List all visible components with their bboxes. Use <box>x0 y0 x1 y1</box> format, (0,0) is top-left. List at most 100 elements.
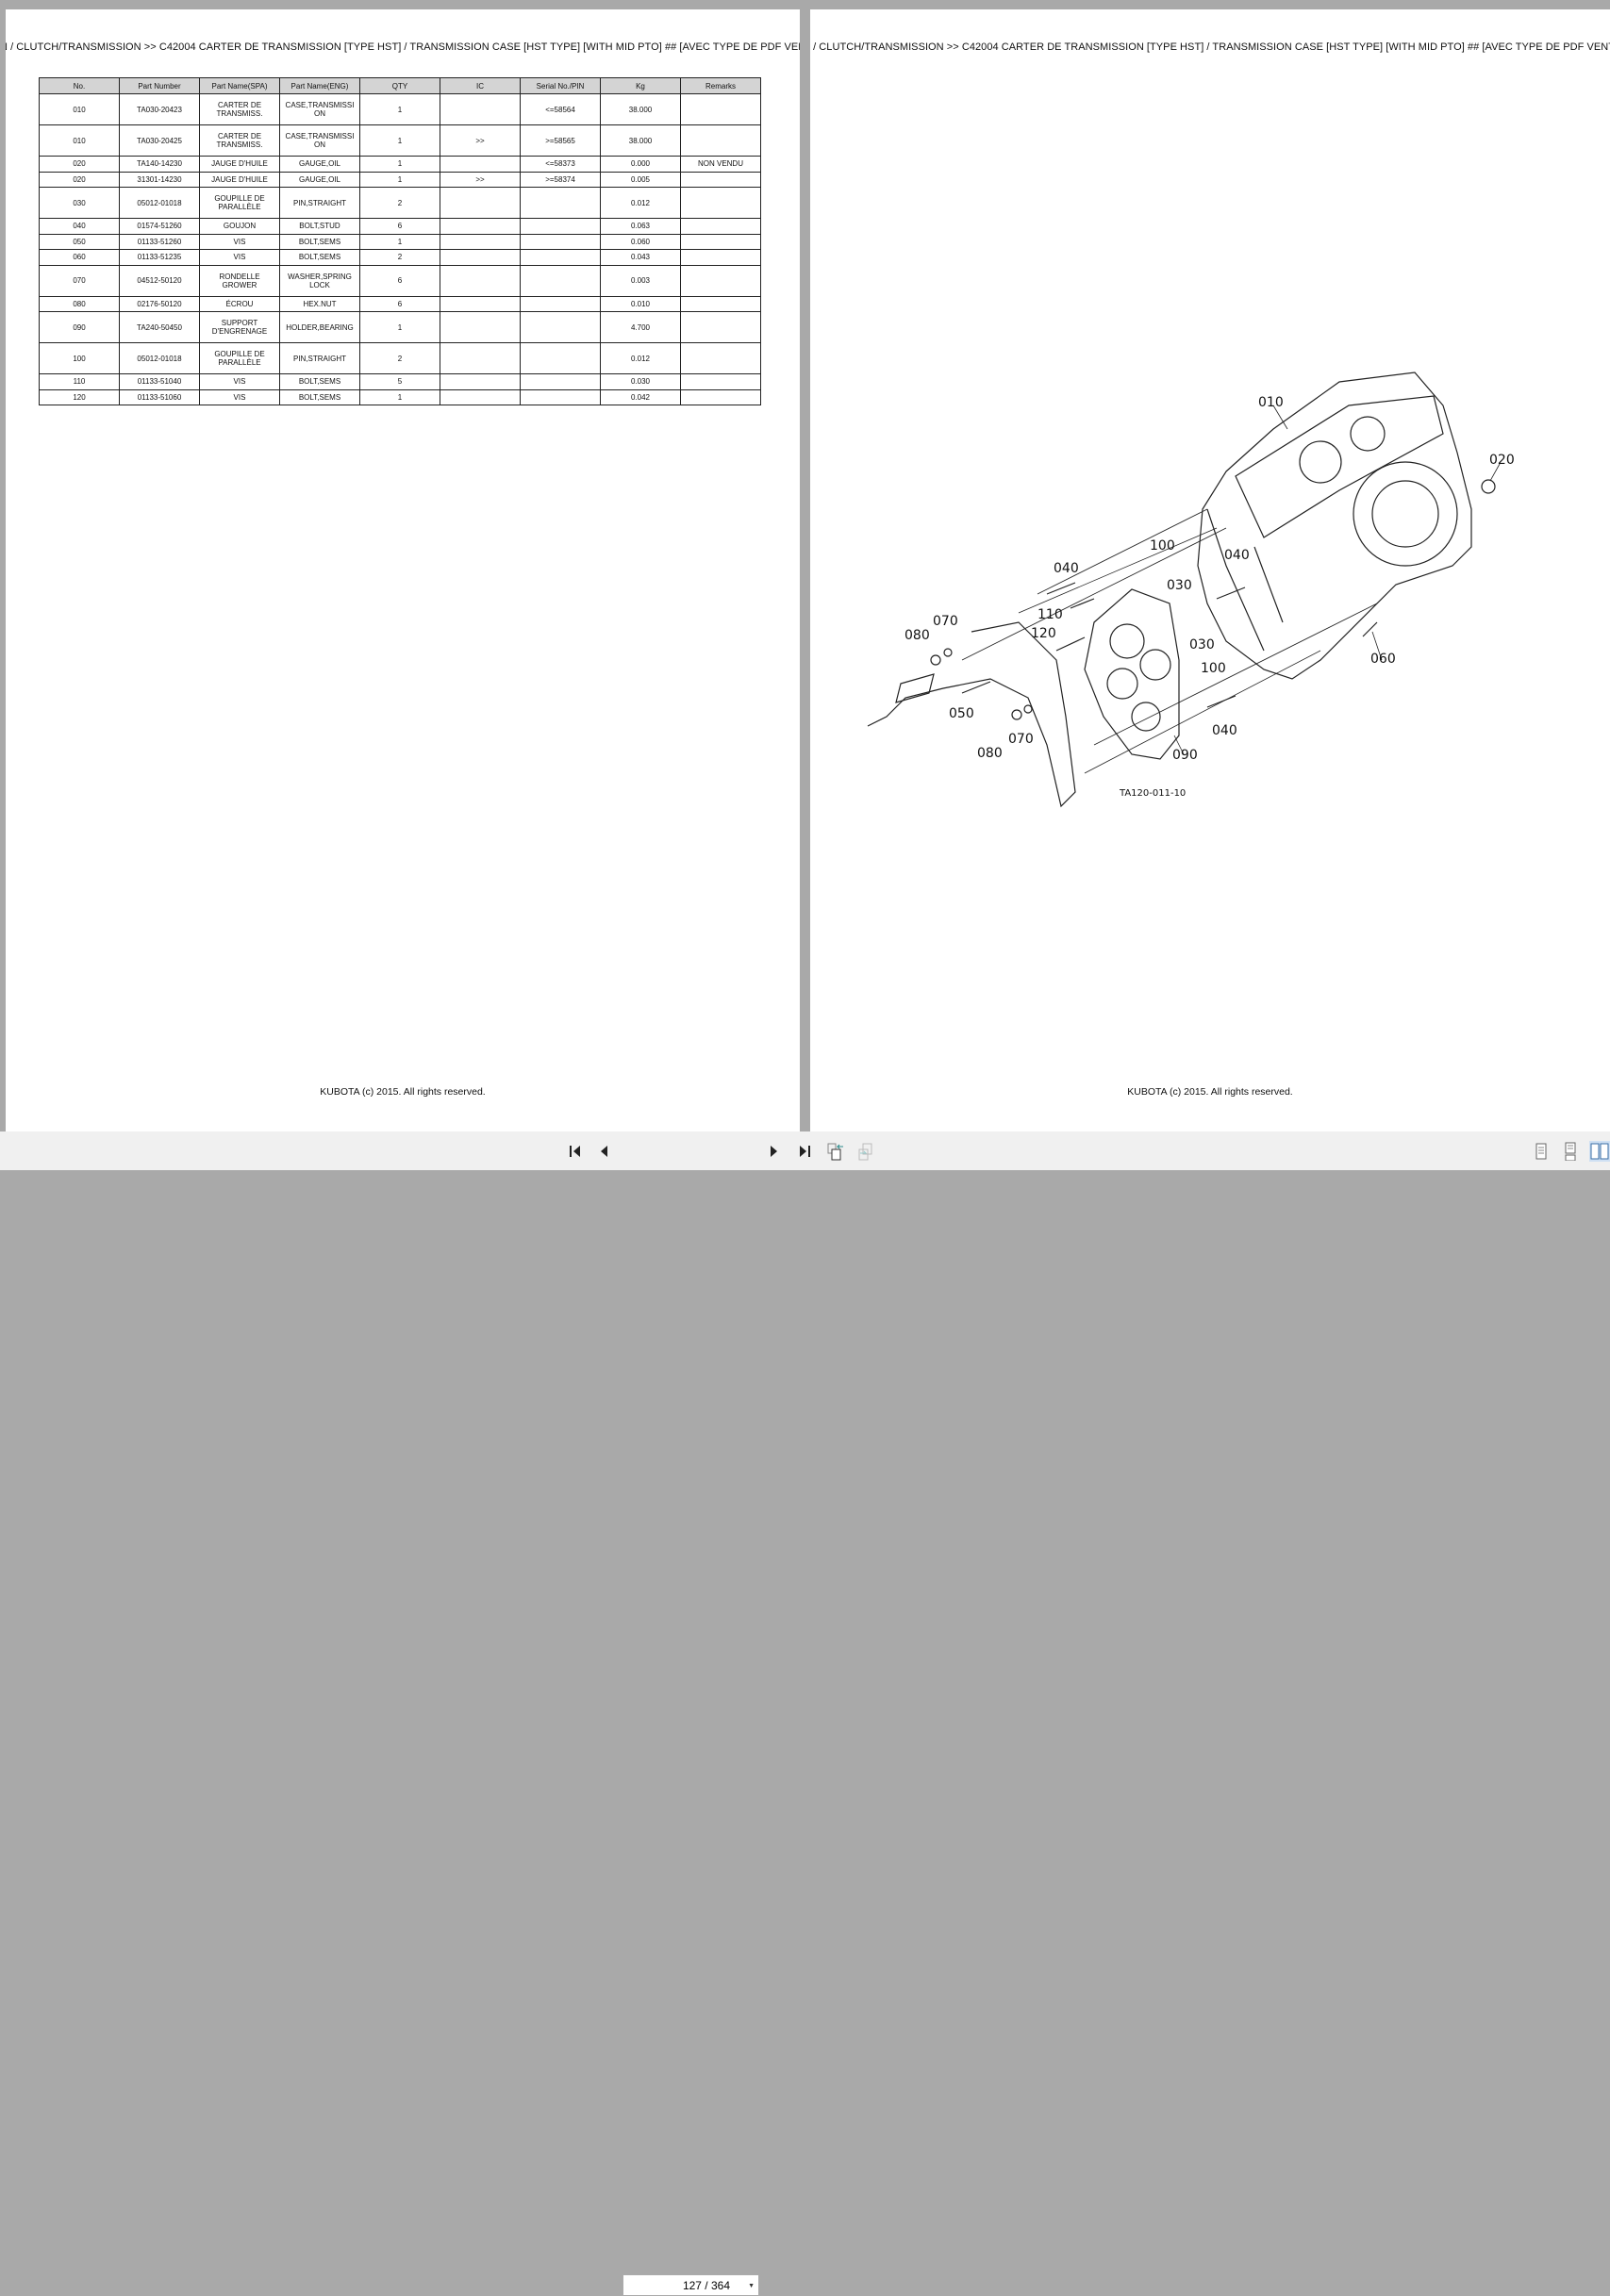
table-cell: >> <box>440 124 521 157</box>
table-cell: 040 <box>39 218 120 235</box>
next-page-button[interactable] <box>764 1141 785 1162</box>
table-cell <box>440 342 521 374</box>
table-cell: 1 <box>359 156 440 173</box>
first-page-button[interactable] <box>565 1141 586 1162</box>
pdf-viewer-toolbar: 127 / 364 ▼ <box>0 1131 1610 2296</box>
table-cell: BOLT,SEMS <box>279 388 360 405</box>
table-cell <box>680 124 761 157</box>
table-cell <box>440 218 521 235</box>
part-callout-label: 080 <box>977 746 1003 761</box>
table-cell: BOLT,SEMS <box>279 373 360 390</box>
part-callout-label: 020 <box>1489 453 1515 468</box>
table-cell <box>520 311 601 343</box>
table-cell: 1 <box>359 388 440 405</box>
continuous-view-button[interactable] <box>1560 1141 1581 1162</box>
table-cell <box>680 218 761 235</box>
single-page-view-button[interactable] <box>1531 1141 1552 1162</box>
go-back-view-button[interactable] <box>825 1141 846 1162</box>
table-cell: <=58564 <box>520 93 601 125</box>
table-cell: 2 <box>359 342 440 374</box>
table-cell: <=58373 <box>520 156 601 173</box>
part-callout-label: 070 <box>933 614 958 629</box>
table-cell: 090 <box>39 311 120 343</box>
table-cell <box>520 295 601 312</box>
column-header: No. <box>39 77 120 94</box>
table-cell: CASE,TRANSMISSI ON <box>279 93 360 125</box>
table-cell <box>680 187 761 219</box>
table-cell: 1 <box>359 311 440 343</box>
table-cell: 010 <box>39 93 120 125</box>
table-cell: CASE,TRANSMISSI ON <box>279 124 360 157</box>
table-cell: 01133-51260 <box>119 233 200 250</box>
table-cell: 1 <box>359 233 440 250</box>
table-cell <box>520 388 601 405</box>
table-cell <box>680 342 761 374</box>
table-cell: SUPPORT D'ENGRENAGE <box>199 311 280 343</box>
table-cell: GAUGE,OIL <box>279 156 360 173</box>
column-header: Serial No./PIN <box>520 77 601 94</box>
table-cell <box>680 373 761 390</box>
table-cell <box>440 264 521 297</box>
chevron-down-icon[interactable]: ▼ <box>748 2283 755 2289</box>
table-cell: 020 <box>39 171 120 188</box>
table-cell <box>440 156 521 173</box>
table-cell: JAUGE D'HUILE <box>199 156 280 173</box>
table-cell: 0.012 <box>600 342 681 374</box>
page-number-input[interactable]: 127 / 364 ▼ <box>622 2274 759 2296</box>
table-cell <box>680 264 761 297</box>
column-header: Part Name(ENG) <box>279 77 360 94</box>
table-cell: 1 <box>359 171 440 188</box>
go-forward-view-button[interactable] <box>856 1141 877 1162</box>
table-cell: 02176-50120 <box>119 295 200 312</box>
table-cell: NON VENDU <box>680 156 761 173</box>
table-cell: WASHER,SPRING LOCK <box>279 264 360 297</box>
table-cell: GOUJON <box>199 218 280 235</box>
last-page-button[interactable] <box>794 1141 815 1162</box>
copyright-footer: KUBOTA (c) 2015. All rights reserved. <box>320 1086 486 1098</box>
table-cell: 2 <box>359 187 440 219</box>
column-header: Remarks <box>680 77 761 94</box>
two-page-view-button[interactable] <box>1589 1141 1610 1162</box>
table-cell: 050 <box>39 233 120 250</box>
table-cell: 31301-14230 <box>119 171 200 188</box>
table-cell <box>680 171 761 188</box>
table-cell <box>680 233 761 250</box>
part-callout-label: 010 <box>1258 395 1284 410</box>
part-callout-label: 090 <box>1172 748 1198 763</box>
table-cell: 0.010 <box>600 295 681 312</box>
table-cell <box>440 295 521 312</box>
table-cell: VIS <box>199 233 280 250</box>
page-indicator: 127 / 364 <box>682 2278 730 2292</box>
previous-page-button[interactable] <box>593 1141 614 1162</box>
table-cell: 6 <box>359 295 440 312</box>
table-cell: BOLT,STUD <box>279 218 360 235</box>
last-page-icon <box>800 1146 810 1157</box>
page-header: N / CLUTCH/TRANSMISSION >> C42004 CARTER… <box>6 41 800 53</box>
table-cell: 6 <box>359 218 440 235</box>
part-callout-label: 030 <box>1189 637 1215 652</box>
table-cell: PIN,STRAIGHT <box>279 187 360 219</box>
table-cell: 04512-50120 <box>119 264 200 297</box>
table-cell: GOUPILLE DE PARALLÈLE <box>199 342 280 374</box>
left-page: N / CLUTCH/TRANSMISSION >> C42004 CARTER… <box>6 9 800 1131</box>
table-cell: BOLT,SEMS <box>279 249 360 266</box>
part-callout-label: 070 <box>1008 732 1034 747</box>
table-cell: RONDELLE GROWER <box>199 264 280 297</box>
part-callout-label: 060 <box>1370 652 1396 667</box>
table-cell: 0.012 <box>600 187 681 219</box>
table-cell: 01133-51040 <box>119 373 200 390</box>
table-cell: 1 <box>359 93 440 125</box>
table-cell: ÉCROU <box>199 295 280 312</box>
table-cell: 080 <box>39 295 120 312</box>
diagram-code: TA120-011-10 <box>1119 788 1186 799</box>
table-cell: 0.060 <box>600 233 681 250</box>
two-page-view-icon <box>1590 1143 1609 1160</box>
table-cell: HEX.NUT <box>279 295 360 312</box>
right-page: N / CLUTCH/TRANSMISSION >> C42004 CARTER… <box>810 9 1610 1131</box>
